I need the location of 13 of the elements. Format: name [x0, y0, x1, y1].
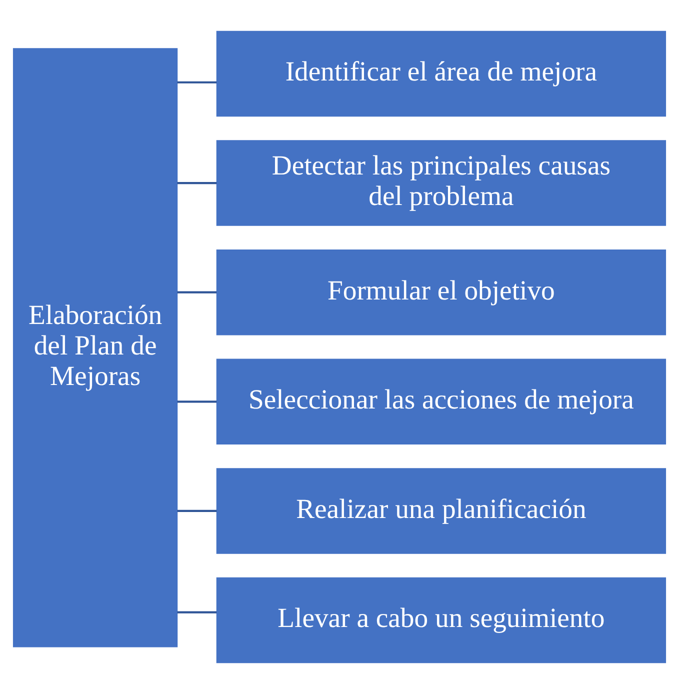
connector [177, 290, 217, 293]
node-box: Formular el objetivo [216, 248, 666, 335]
node-box: Llevar a cabo un seguimiento [216, 576, 666, 663]
node-box: Elaboración del Plan de Mejoras [12, 48, 178, 647]
node-box: Identificar el área de mejora [216, 30, 666, 116]
connector [177, 80, 217, 83]
connector [177, 400, 217, 402]
connector [177, 182, 217, 184]
node-box: Detectar las principales causas del problema [216, 140, 666, 226]
node-box: Realizar una planificación [216, 468, 666, 554]
connector [177, 610, 217, 613]
connector [177, 509, 217, 512]
node-box: Seleccionar las acciones de mejora [216, 358, 666, 444]
